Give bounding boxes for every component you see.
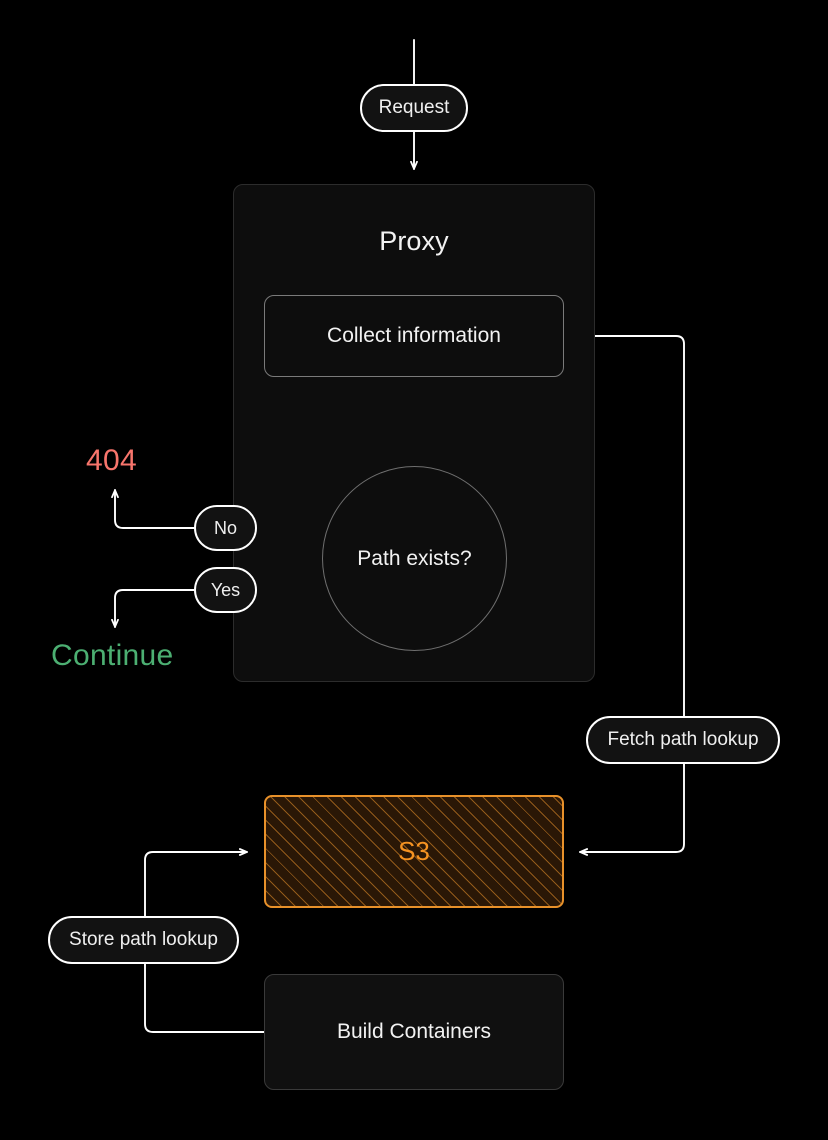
node-build-containers[interactable]: Build Containers [264,974,564,1090]
node-s3-label: S3 [398,836,430,866]
node-branch-yes-label: Yes [210,579,241,600]
node-error-404: 404 [86,444,137,478]
node-collect-information[interactable]: Collect information [264,295,564,377]
edge-yes-to-continue [111,589,197,628]
node-path-exists-label: Path exists? [357,546,472,570]
node-store-path-lookup-label: Store path lookup [69,929,218,950]
node-request[interactable]: Request [360,84,468,132]
node-continue-label: Continue [51,639,174,672]
node-branch-no-label: No [213,517,237,538]
node-fetch-path-lookup-label: Fetch path lookup [607,729,759,750]
node-continue: Continue [51,639,174,673]
node-request-label: Request [378,97,450,118]
node-s3[interactable]: S3 [264,795,564,908]
node-error-404-label: 404 [86,444,137,477]
edge-no-to-404 [111,489,197,529]
node-path-exists-decision[interactable]: Path exists? [322,466,507,651]
node-build-containers-label: Build Containers [336,1020,492,1043]
node-fetch-path-lookup[interactable]: Fetch path lookup [586,716,780,764]
node-collect-information-label: Collect information [327,324,501,347]
node-branch-yes[interactable]: Yes [194,567,257,613]
node-proxy-title: Proxy [379,226,449,256]
node-branch-no[interactable]: No [194,505,257,551]
node-store-path-lookup[interactable]: Store path lookup [48,916,239,964]
